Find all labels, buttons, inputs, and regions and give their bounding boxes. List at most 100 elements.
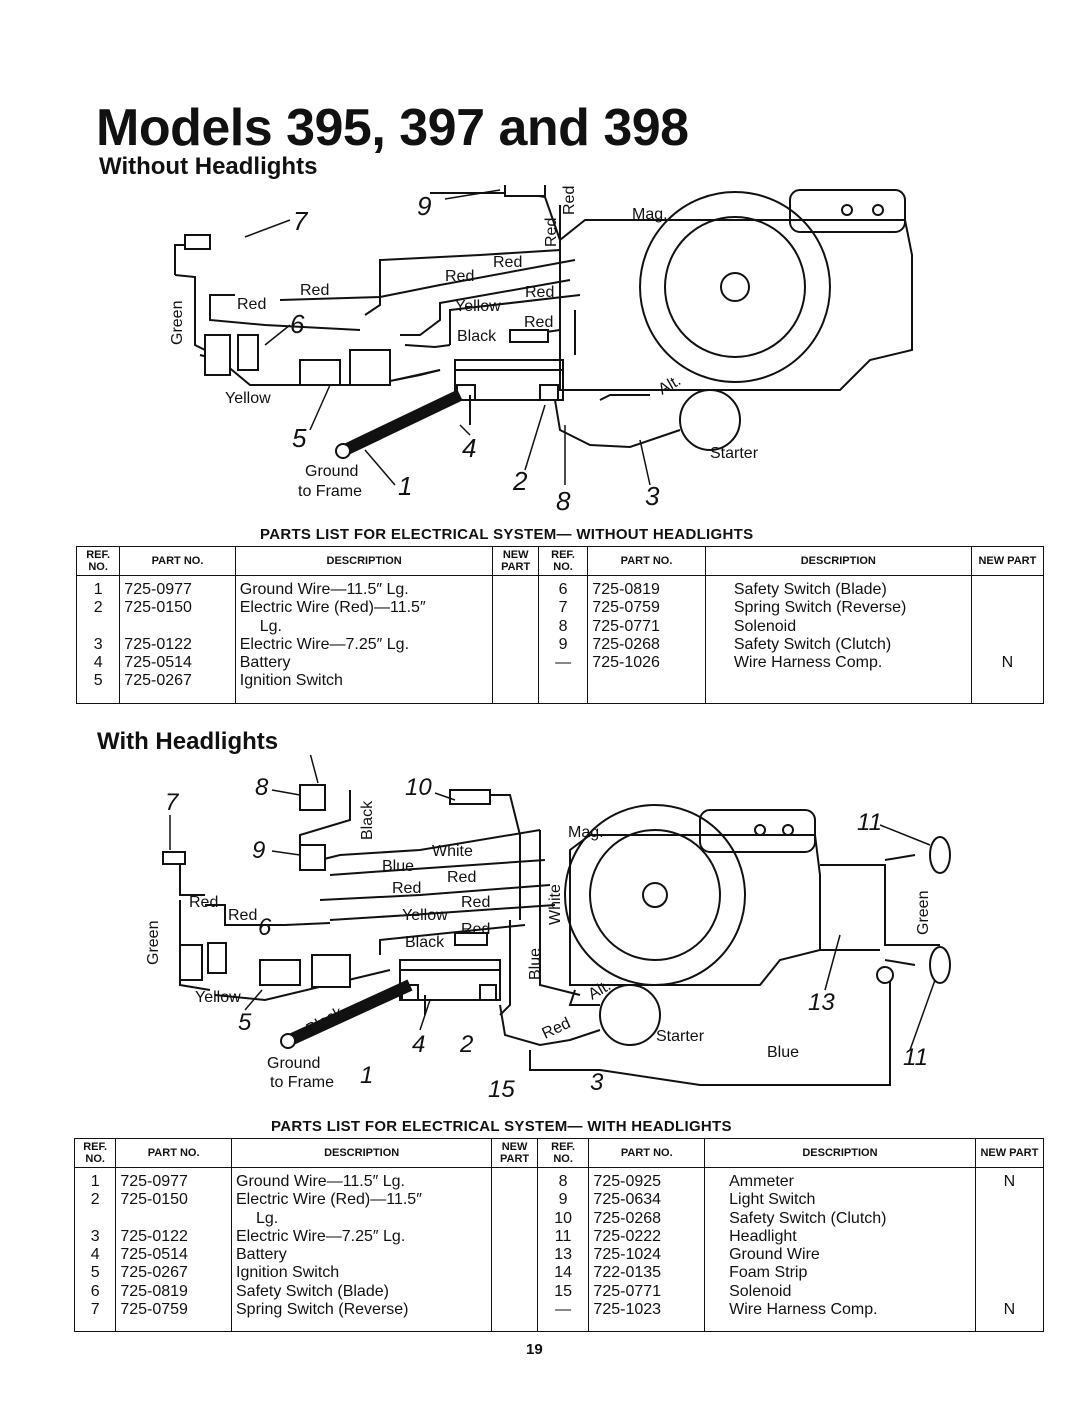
wire-label-red: Red	[461, 894, 490, 911]
new-part-cell: N	[1001, 654, 1014, 672]
section-heading-with-headlights: With Headlights	[97, 728, 279, 755]
ignition-switch	[299, 359, 341, 386]
ammeter-8	[299, 784, 326, 811]
description-cell: Ground Wire	[729, 1246, 820, 1264]
ref-cell: 15	[554, 1282, 572, 1300]
wire-label-red: Red	[540, 1015, 574, 1043]
description-cell: Wire Harness Comp.	[729, 1301, 878, 1319]
battery	[399, 959, 501, 1001]
part-cell: 725-0771	[592, 617, 660, 635]
solenoid-8	[509, 329, 549, 343]
ref-cell: 1	[93, 581, 103, 598]
part-cell	[120, 1210, 227, 1228]
callout-5: 5	[292, 423, 307, 453]
part-cell: 725-1024	[593, 1246, 662, 1264]
column-header-new: NEW PART	[491, 1138, 538, 1168]
ref-cell: 3	[93, 635, 103, 653]
starter-motor	[679, 389, 741, 451]
part-cell: 725-0222	[593, 1227, 662, 1245]
wire-label-red: Red	[300, 282, 329, 299]
description-cell: Electric Wire (Red)—11.5″	[239, 599, 426, 617]
part-cell: 725-0267	[120, 1264, 188, 1282]
wire-label-white: White	[547, 884, 564, 925]
callout-6: 6	[258, 914, 272, 941]
ref-column: 8 9 10 11 13 14 15 —	[536, 1167, 590, 1333]
new-part-cell	[976, 618, 1039, 636]
description-cell: Spring Switch (Reverse)	[236, 1301, 409, 1319]
parts-list-title-without-headlights: PARTS LIST FOR ELECTRICAL SYSTEM— WITHOU…	[260, 526, 754, 543]
column-header-part: PART NO.	[587, 546, 706, 576]
wire-label-red: Red	[461, 921, 490, 938]
description-cell: Electric Wire (Red)—11.5″	[236, 1191, 422, 1209]
column-header-new: NEW PART	[974, 1138, 1045, 1168]
callout-8: 8	[556, 486, 571, 516]
callout-15: 15	[488, 1076, 515, 1103]
ref-column: 6 7 8 9 —	[537, 575, 589, 704]
part-cell: 725-0925	[593, 1173, 662, 1190]
new-part-column	[491, 1167, 538, 1333]
engine-body	[559, 219, 913, 391]
description-cell: Ignition Switch	[239, 672, 343, 690]
ref-cell	[79, 1210, 111, 1228]
engine-label-mag: Mag.	[568, 824, 604, 841]
new-part-cell	[980, 1246, 1039, 1264]
callout-2: 2	[459, 1031, 473, 1058]
ref-cell: 10	[554, 1209, 572, 1227]
ground-label: Ground	[267, 1055, 320, 1072]
column-header-part: PART NO.	[115, 1138, 232, 1168]
column-header-ref: REF. NO.	[536, 1138, 590, 1168]
callout-4: 4	[412, 1031, 425, 1058]
new-part-cell	[976, 636, 1039, 654]
callout-1: 1	[398, 471, 412, 501]
callout-11: 11	[903, 1044, 928, 1071]
wire-label-red: Red	[543, 218, 560, 247]
parts-table-without-headlights: REF. NO. PART NO. DESCRIPTION NEW PART R…	[75, 546, 1045, 704]
description-cell: Electric Wire—7.25″ Lg.	[236, 1227, 406, 1245]
part-cell: 725-1026	[592, 654, 660, 672]
section-heading-without-headlights: Without Headlights	[99, 153, 318, 180]
flywheel	[639, 191, 831, 383]
description-cell: Safety Switch (Clutch)	[729, 1209, 887, 1227]
part-cell: 722-0135	[593, 1264, 662, 1282]
wire-label-red: Red	[493, 254, 522, 271]
callout-8: 8	[255, 774, 269, 801]
description-column: Ground Wire—11.5″ Lg. Electric Wire (Red…	[234, 575, 494, 704]
page-number: 19	[526, 1341, 543, 1358]
column-header-description: DESCRIPTION	[704, 546, 972, 576]
column-header-description: DESCRIPTION	[704, 1138, 976, 1168]
parts-list-title-with-headlights: PARTS LIST FOR ELECTRICAL SYSTEM— WITH H…	[271, 1118, 732, 1135]
page-title: Models 395, 397 and 398	[96, 99, 689, 157]
description-cell: Solenoid	[733, 617, 797, 635]
part-cell: 725-0634	[593, 1191, 662, 1209]
starter-motor	[599, 984, 661, 1046]
starter-label: Starter	[656, 1028, 705, 1045]
part-cell: 725-0977	[120, 1173, 188, 1190]
description-cell: Battery	[239, 654, 291, 672]
part-column: 725-0977 725-0150 725-0122 725-0514 725-…	[115, 1167, 232, 1333]
callout-7: 7	[293, 206, 309, 236]
description-cell: Ignition Switch	[236, 1264, 340, 1282]
wire-label-blue: Blue	[382, 858, 414, 875]
ground-strap	[287, 979, 413, 1046]
part-column: 725-0819 725-0759 725-0771 725-0268 725-…	[587, 575, 706, 704]
part-cell: 725-0150	[120, 1191, 188, 1209]
ignition-switch	[259, 959, 301, 986]
callout-1: 1	[360, 1062, 373, 1089]
part-cell: 725-0759	[120, 1301, 188, 1319]
wire-label-green: Green	[915, 891, 932, 935]
description-cell: Safety Switch (Blade)	[236, 1282, 389, 1300]
part-cell: 725-0514	[120, 1246, 188, 1264]
ref-cell: 8	[558, 617, 568, 635]
description-cell: Battery	[236, 1246, 287, 1264]
headlight-lower	[929, 946, 951, 984]
wire-label-red: Red	[447, 869, 476, 886]
wire-label-red: Red	[524, 314, 553, 331]
description-cell: Safety Switch (Blade)	[733, 581, 887, 598]
description-cell: Spring Switch (Reverse)	[733, 599, 907, 617]
ref-cell: 2	[90, 1191, 100, 1209]
new-part-cell	[980, 1210, 1039, 1228]
solenoid-15	[454, 932, 488, 946]
wire-label-yellow: Yellow	[402, 907, 448, 924]
ground-label: Ground	[305, 463, 358, 480]
description-cell: Lg.	[256, 1209, 279, 1227]
